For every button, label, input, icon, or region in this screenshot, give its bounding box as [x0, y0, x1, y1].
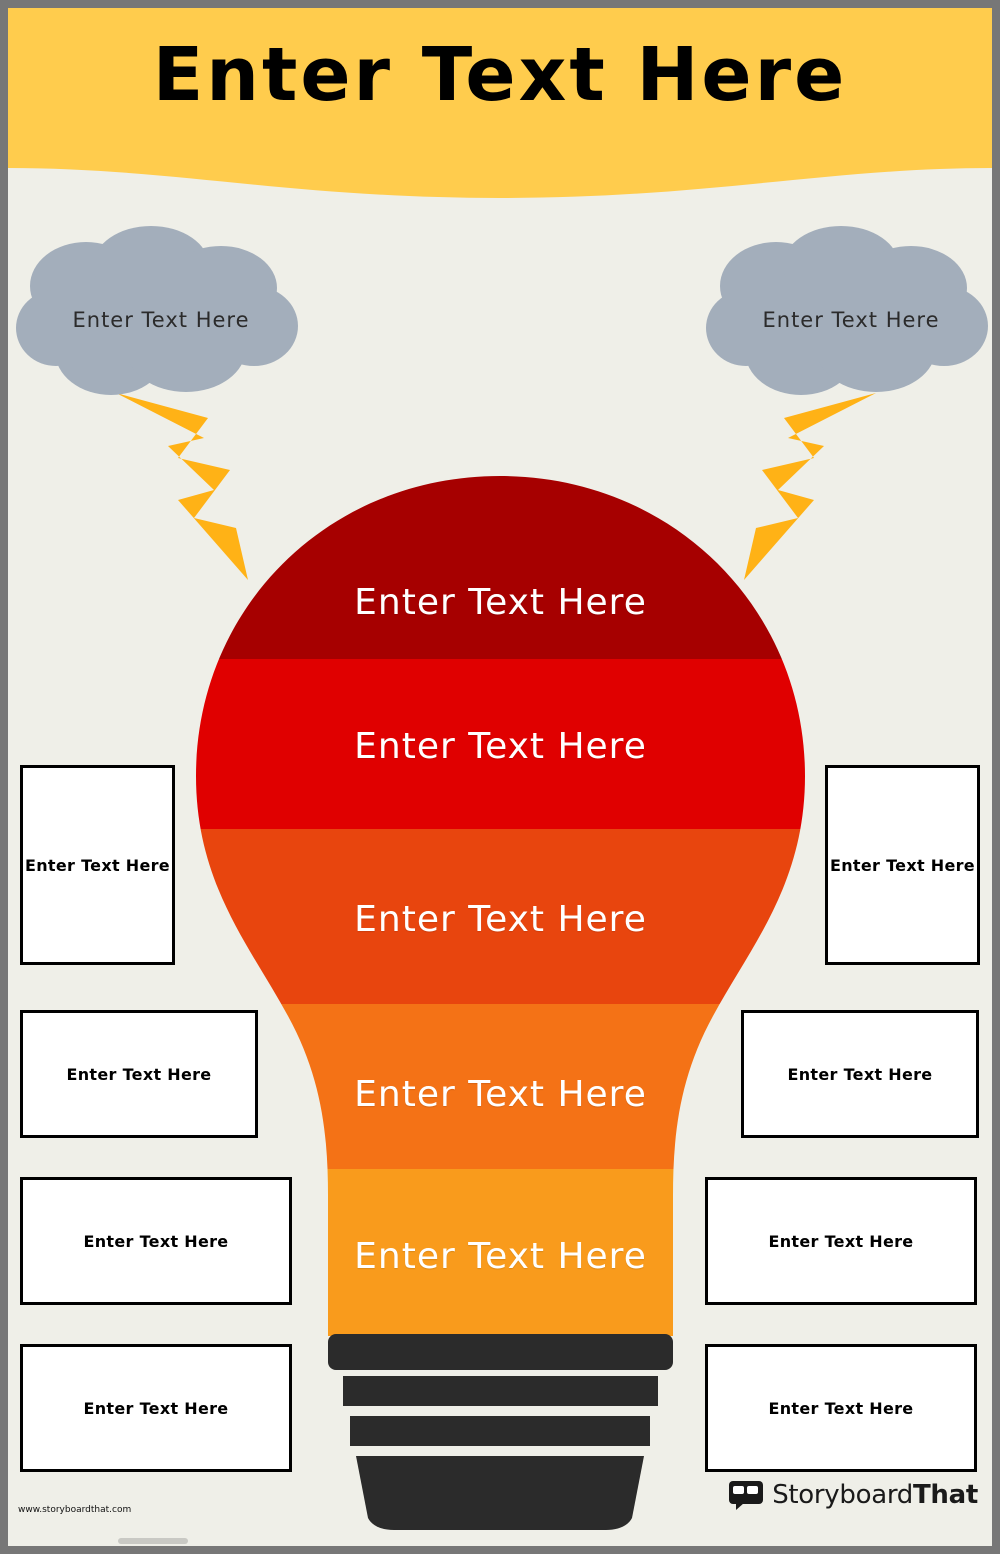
scroll-artifact — [118, 1538, 188, 1544]
cloud-left[interactable]: Enter Text Here — [16, 226, 306, 406]
note-box-left-3-label: Enter Text Here — [83, 1231, 229, 1251]
speech-bubble-icon — [729, 1481, 764, 1510]
bulb-band-2 — [196, 659, 805, 829]
cloud-right[interactable]: Enter Text Here — [706, 226, 992, 406]
cloud-shape-icon — [706, 226, 988, 395]
bulb-band-1-label: Enter Text Here — [354, 582, 647, 623]
cloud-left-label: Enter Text Here — [72, 308, 250, 332]
bulb-band-4-label: Enter Text Here — [354, 1074, 647, 1115]
storyboardthat-logo: StoryboardThat — [728, 1480, 978, 1510]
note-box-right-2[interactable]: Enter Text Here — [741, 1010, 979, 1138]
note-box-left-1[interactable]: Enter Text Here — [20, 765, 175, 965]
note-box-left-4-label: Enter Text Here — [83, 1398, 229, 1418]
bulb-band-3-label: Enter Text Here — [354, 899, 647, 940]
header-band — [8, 8, 992, 198]
note-box-right-1[interactable]: Enter Text Here — [825, 765, 980, 965]
note-box-right-3[interactable]: Enter Text Here — [705, 1177, 977, 1305]
footer-url: www.storyboardthat.com — [18, 1505, 132, 1515]
page-title: Enter Text Here — [152, 32, 848, 118]
lightbulb-graphic: Enter Text Here Enter Text Here Enter Te… — [188, 476, 813, 1536]
bulb-band-2-label: Enter Text Here — [354, 726, 647, 767]
bulb-band-1 — [196, 476, 805, 659]
cloud-shape-icon — [16, 226, 298, 395]
bulb-band-3 — [196, 829, 805, 1004]
cloud-right-label: Enter Text Here — [762, 308, 940, 332]
note-box-right-4[interactable]: Enter Text Here — [705, 1344, 977, 1472]
brand-second: That — [912, 1480, 978, 1510]
note-box-right-4-label: Enter Text Here — [768, 1398, 914, 1418]
brand-first: Storyboard — [772, 1480, 913, 1510]
brand-text: StoryboardThat — [772, 1480, 978, 1510]
note-box-right-1-label: Enter Text Here — [830, 855, 975, 875]
note-box-left-2[interactable]: Enter Text Here — [20, 1010, 258, 1138]
note-box-right-3-label: Enter Text Here — [768, 1231, 914, 1251]
note-box-left-1-label: Enter Text Here — [25, 855, 170, 875]
note-box-left-2-label: Enter Text Here — [66, 1064, 212, 1084]
bulb-band-5-label: Enter Text Here — [354, 1236, 647, 1277]
bulb-base — [328, 1334, 673, 1530]
note-box-left-3[interactable]: Enter Text Here — [20, 1177, 292, 1305]
note-box-left-4[interactable]: Enter Text Here — [20, 1344, 292, 1472]
poster-canvas: Enter Text Here Enter Text Here — [8, 8, 992, 1546]
note-box-right-2-label: Enter Text Here — [787, 1064, 933, 1084]
